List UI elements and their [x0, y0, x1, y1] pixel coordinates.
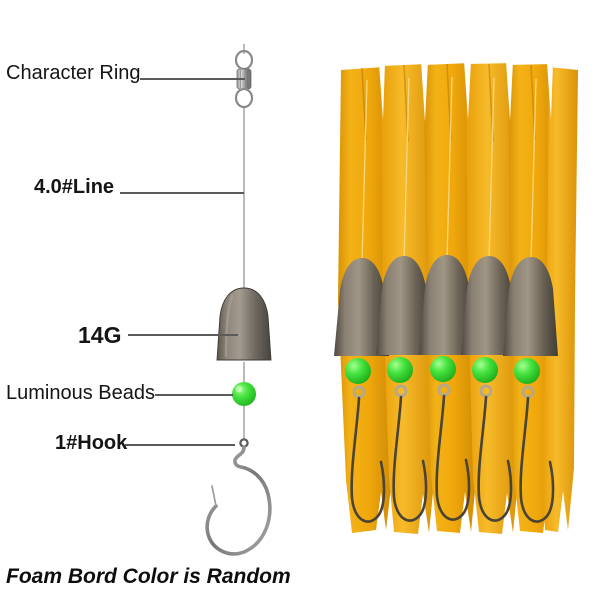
label-luminous-beads: Luminous Beads — [6, 382, 155, 404]
photo-content — [334, 61, 578, 534]
foam-board — [542, 67, 578, 532]
label-line: 4.0#Line — [34, 176, 115, 198]
label-character-ring: Character Ring — [6, 62, 141, 84]
sinker-group — [334, 255, 558, 356]
label-hook: 1#Hook — [55, 432, 128, 454]
hook-wire-group — [350, 394, 555, 523]
offset-worm-hook — [205, 438, 272, 556]
leader-line-hook — [125, 444, 235, 446]
bullet-sinker — [216, 287, 272, 361]
luminous-bead — [232, 382, 256, 406]
bead-group — [345, 356, 540, 384]
leader-line-luminous-beads — [155, 394, 233, 396]
leader-line-fishing-line — [120, 192, 244, 194]
label-weight: 14G — [78, 322, 122, 348]
leader-line-character-ring — [140, 78, 245, 80]
foam-notch-group — [379, 61, 553, 122]
rig-line-group — [361, 76, 537, 263]
photo-caption: Foam Bord Color is Random — [6, 565, 291, 588]
leader-line-weight — [128, 334, 238, 336]
